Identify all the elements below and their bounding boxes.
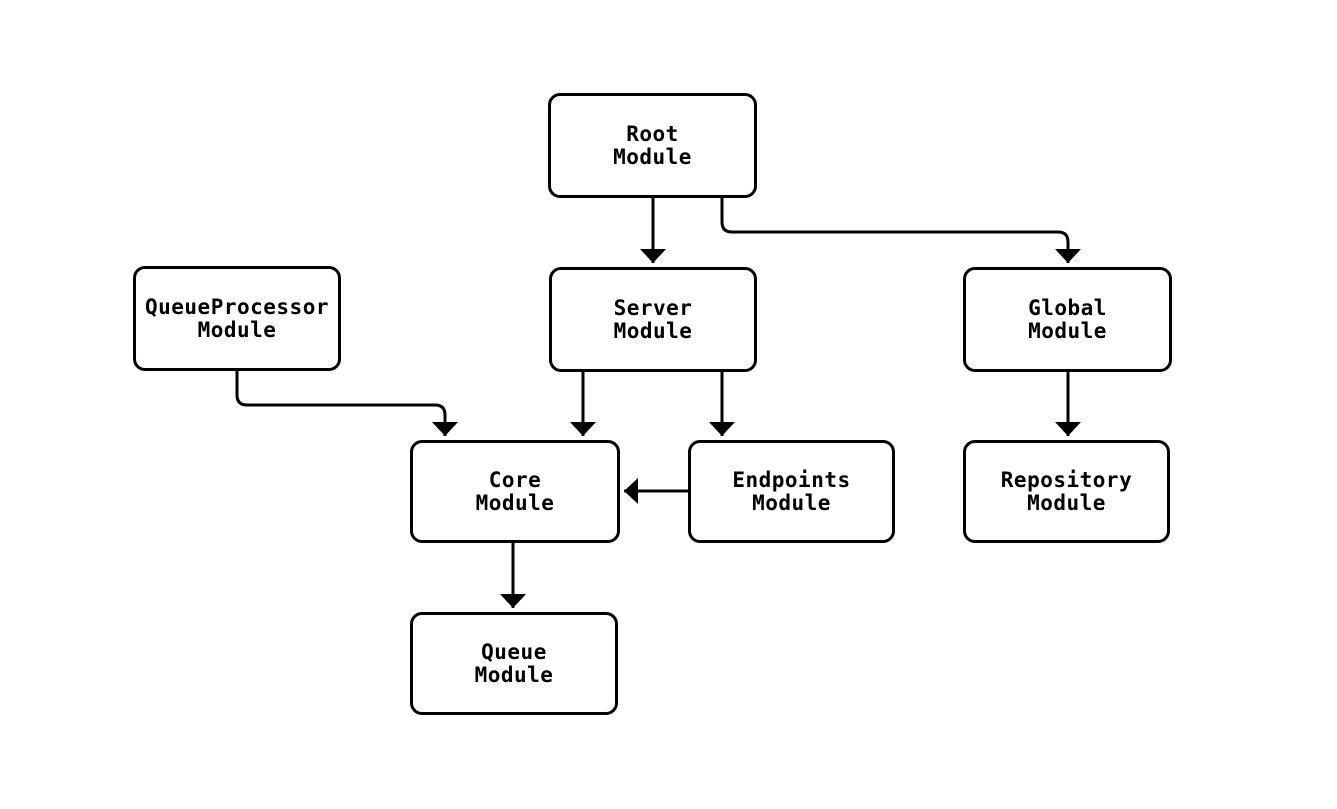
node-core-module-label: Core Module [475, 467, 555, 515]
node-queueprocessor-module-label: QueueProcessor Module [144, 294, 329, 342]
node-global-module-label: Global Module [1028, 295, 1107, 343]
node-endpoints-module: Endpoints Module [688, 440, 895, 543]
edge-queueprocessor-core [235, 371, 458, 436]
node-server-module-label: Server Module [613, 295, 693, 343]
node-core-module: Core Module [410, 440, 620, 543]
edge-root-global [720, 198, 1081, 263]
node-endpoints-module-label: Endpoints Module [732, 467, 851, 515]
node-server-module: Server Module [549, 267, 757, 372]
node-repository-module: Repository Module [963, 440, 1170, 543]
node-queue-module: Queue Module [410, 612, 618, 715]
node-global-module: Global Module [963, 267, 1172, 372]
node-repository-module-label: Repository Module [1000, 467, 1133, 515]
node-queueprocessor-module: QueueProcessor Module [133, 266, 341, 371]
node-root-module-label: Root Module [613, 121, 692, 169]
node-queue-module-label: Queue Module [474, 639, 554, 687]
node-root-module: Root Module [548, 93, 757, 198]
